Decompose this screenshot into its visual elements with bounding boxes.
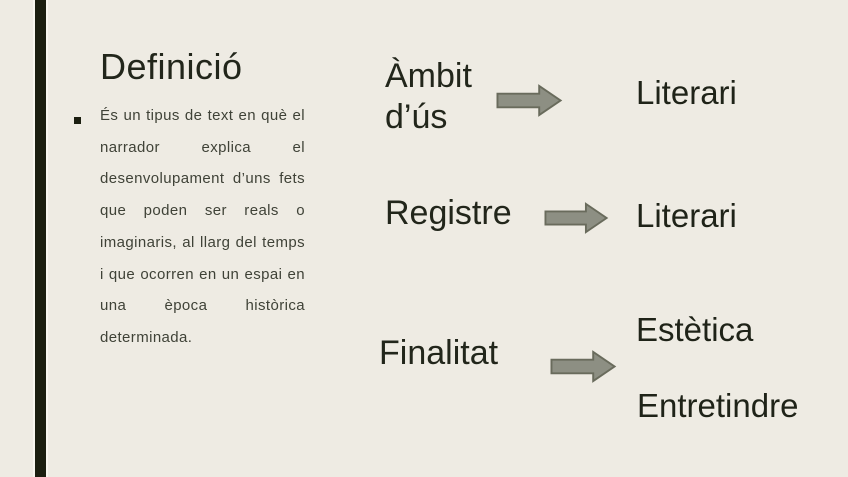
term-finalitat: Finalitat <box>379 334 499 372</box>
result-estetica: Estètica <box>636 311 754 348</box>
term-registre: Registre <box>385 194 512 232</box>
term-ambit-dus: Àmbit d’ús <box>385 57 472 136</box>
right-arrow-icon <box>496 84 563 117</box>
bullet-square-icon <box>74 117 81 124</box>
result-entretindre: Entretindre <box>637 387 799 424</box>
page-title: Definició <box>100 46 243 87</box>
right-arrow-icon <box>544 202 609 234</box>
result-literari-ambit: Literari <box>636 74 737 111</box>
right-arrow-icon <box>550 350 617 383</box>
bullet-text: És un tipus de text en què el narrador e… <box>100 107 305 346</box>
result-literari-registre: Literari <box>636 197 737 234</box>
accent-bar <box>33 0 48 477</box>
